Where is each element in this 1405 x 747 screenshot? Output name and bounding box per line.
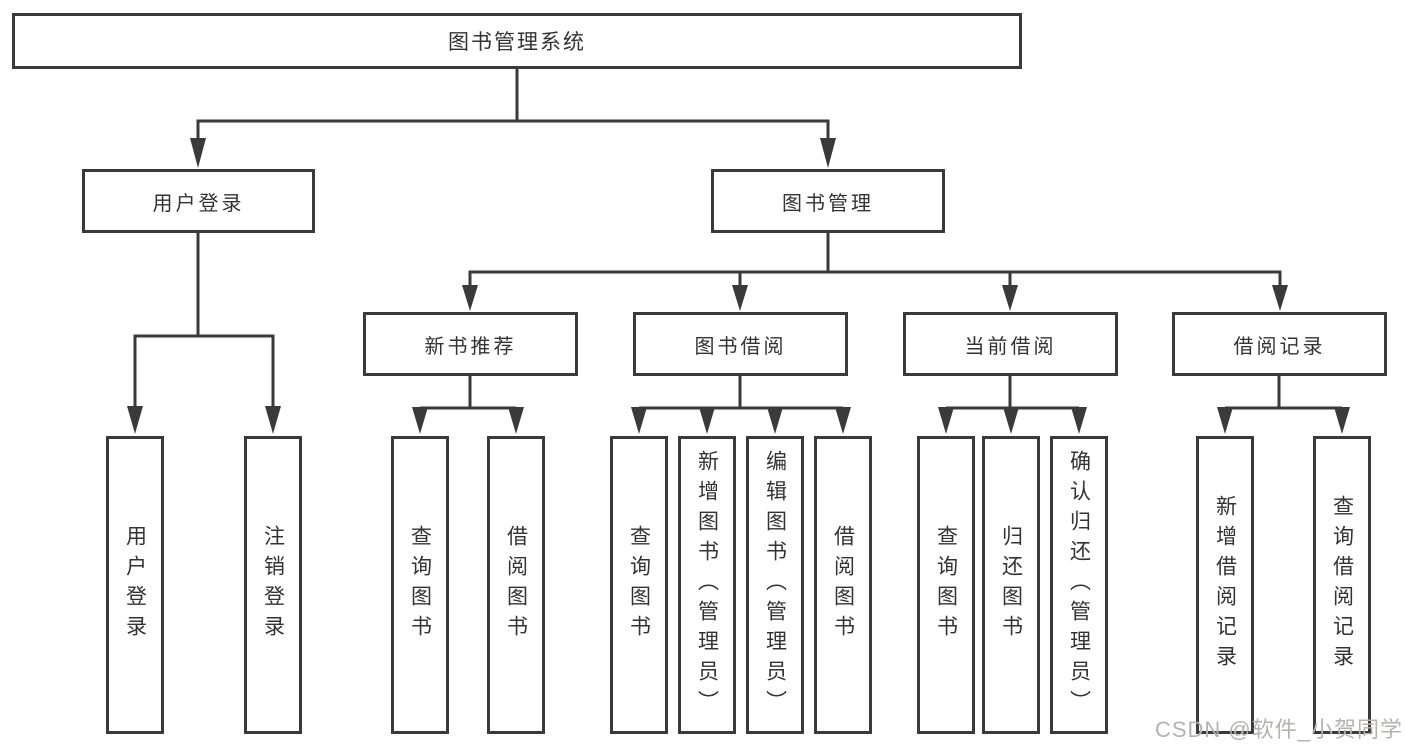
node-user-login: 用户登录 xyxy=(82,169,315,233)
node-borrow-books-leaf: 借阅图书 xyxy=(814,436,872,734)
node-label: 编辑图书（管理员） xyxy=(763,450,787,720)
connector-new-book-to-leaves xyxy=(420,375,516,410)
connector-root-to-level1 xyxy=(196,69,830,140)
arrowhead-icon xyxy=(767,407,783,434)
node-label: 查询图书 xyxy=(627,525,651,645)
arrowhead-icon xyxy=(190,138,206,168)
arrowhead-icon xyxy=(1217,407,1233,434)
arrowhead-icon xyxy=(412,407,428,434)
connector-book-borrow-to-leaves xyxy=(639,375,843,410)
arrowhead-icon xyxy=(732,285,748,311)
node-label: 用户登录 xyxy=(123,525,147,645)
node-logout-leaf: 注销登录 xyxy=(244,436,302,734)
arrowhead-icon xyxy=(1334,407,1350,434)
node-label: 图书借阅 xyxy=(694,335,787,358)
node-label: 查询图书 xyxy=(408,525,432,645)
node-label: 归还图书 xyxy=(999,525,1023,645)
node-label: 新书推荐 xyxy=(424,335,517,358)
tree-branch-lines xyxy=(133,69,1342,410)
watermark: CSDN @软件_小贺同学 xyxy=(1154,717,1403,742)
node-label: 图书管理系统 xyxy=(448,31,586,54)
node-label: 新增借阅记录 xyxy=(1213,495,1237,675)
node-label: 查询图书 xyxy=(934,525,958,645)
node-borrow-books-recommend: 借阅图书 xyxy=(487,436,545,734)
node-current-borrow: 当前借阅 xyxy=(903,312,1118,376)
arrowhead-icon xyxy=(631,407,647,434)
arrowhead-icon xyxy=(820,138,836,168)
node-new-book-recommend: 新书推荐 xyxy=(363,312,578,376)
node-borrow-record: 借阅记录 xyxy=(1172,312,1387,376)
node-book-borrow: 图书借阅 xyxy=(633,312,848,376)
node-label: 图书管理 xyxy=(782,192,874,215)
arrowhead-icon xyxy=(462,285,478,311)
node-search-books-current: 查询图书 xyxy=(917,436,975,734)
arrowheads xyxy=(127,138,1350,434)
arrowhead-icon xyxy=(508,407,524,434)
connector-borrow-record-to-leaves xyxy=(1225,375,1342,410)
node-label: 借阅记录 xyxy=(1233,335,1326,358)
node-label: 新增图书（管理员） xyxy=(695,450,719,720)
node-label: 确认归还（管理员） xyxy=(1067,450,1091,720)
node-return-book: 归还图书 xyxy=(982,436,1040,734)
connector-book-mgmt-to-level2 xyxy=(468,232,1282,287)
node-user-login-leaf: 用户登录 xyxy=(106,436,164,734)
arrowhead-icon xyxy=(699,407,715,434)
node-book-management: 图书管理 xyxy=(711,169,945,233)
node-confirm-return-admin: 确认归还（管理员） xyxy=(1050,436,1108,734)
node-label: 用户登录 xyxy=(152,192,245,215)
node-label: 借阅图书 xyxy=(831,525,855,645)
node-search-books-borrow: 查询图书 xyxy=(610,436,668,734)
node-add-borrow-record: 新增借阅记录 xyxy=(1196,436,1254,734)
arrowhead-icon xyxy=(265,406,281,434)
node-search-borrow-record: 查询借阅记录 xyxy=(1313,436,1371,734)
node-label: 查询借阅记录 xyxy=(1330,495,1354,675)
arrowhead-icon xyxy=(1003,407,1019,434)
node-search-books-recommend: 查询图书 xyxy=(391,436,449,734)
node-label: 借阅图书 xyxy=(504,525,528,645)
node-edit-book-admin: 编辑图书（管理员） xyxy=(746,436,804,734)
node-label: 注销登录 xyxy=(261,525,285,645)
node-add-book-admin: 新增图书（管理员） xyxy=(678,436,736,734)
connector-current-borrow-to-leaves xyxy=(946,375,1079,410)
arrowhead-icon xyxy=(1071,407,1087,434)
node-label: 当前借阅 xyxy=(964,335,1057,358)
arrowhead-icon xyxy=(1002,285,1018,311)
arrowhead-icon xyxy=(938,407,954,434)
arrowhead-icon xyxy=(835,407,851,434)
connector-user-login-to-leaves xyxy=(133,232,275,407)
arrowhead-icon xyxy=(127,406,143,434)
node-library-system: 图书管理系统 xyxy=(12,13,1022,69)
arrowhead-icon xyxy=(1272,285,1288,311)
